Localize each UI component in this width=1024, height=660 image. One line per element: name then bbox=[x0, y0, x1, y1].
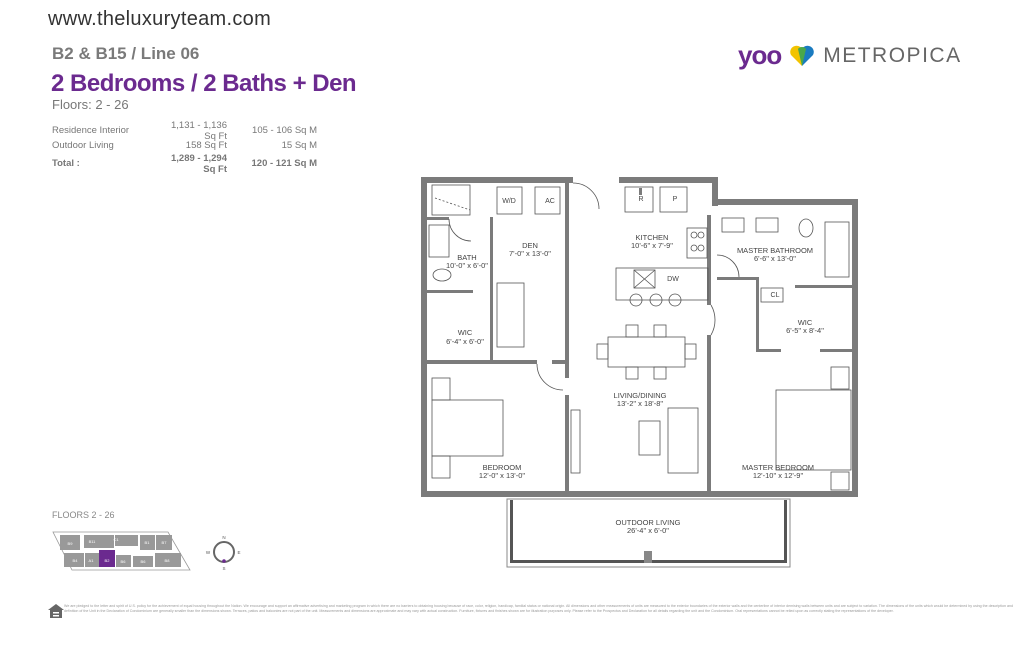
floors-range: Floors: 2 - 26 bbox=[52, 97, 129, 112]
key-unit: B7 bbox=[162, 540, 168, 545]
key-unit: C1 bbox=[113, 537, 119, 542]
fixture-labels: W/D AC R P DW CL bbox=[502, 196, 779, 299]
area-row: Residence Interior 1,131 - 1,136 Sq Ft 105… bbox=[52, 120, 317, 142]
compass-e: E bbox=[237, 550, 240, 555]
wic-dim: 6'-4" x 6'-0" bbox=[446, 337, 484, 346]
fixtures bbox=[428, 184, 852, 491]
den-dim: 7'-0" x 13'-0" bbox=[509, 249, 551, 258]
key-unit-highlight: B2 bbox=[105, 558, 111, 563]
area-row-total: Total : 1,289 - 1,294 Sq Ft 120 - 121 Sq M bbox=[52, 153, 317, 175]
logo-yoo: yoo bbox=[738, 40, 782, 70]
area-table: Residence Interior 1,131 - 1,136 Sq Ft 105… bbox=[52, 120, 317, 175]
heart-icon bbox=[790, 45, 814, 66]
key-plan-label: FLOORS 2 - 26 bbox=[52, 510, 115, 520]
compass-s: S bbox=[222, 566, 225, 571]
wic2-name: WIC bbox=[798, 318, 813, 327]
compass-n: N bbox=[222, 535, 225, 540]
area-sqft: 158 Sq Ft bbox=[185, 140, 227, 151]
area-sqm: 105 - 106 Sq M bbox=[252, 125, 317, 136]
layout-title: 2 Bedrooms / 2 Baths + Den bbox=[51, 70, 357, 97]
area-sqm: 120 - 121 Sq M bbox=[251, 158, 317, 169]
master-bath-name: MASTER BATHROOM bbox=[737, 246, 813, 255]
room-labels: BATH 10'-0" x 6'-0" DEN 7'-0" x 13'-0" W… bbox=[446, 233, 824, 535]
compass-w: W bbox=[206, 550, 211, 555]
key-unit: B1 bbox=[145, 540, 151, 545]
area-sqm: 15 Sq M bbox=[281, 140, 317, 151]
area-sqft: 1,289 - 1,294 Sq Ft bbox=[171, 152, 227, 175]
area-label: Total : bbox=[52, 158, 80, 169]
wic2-dim: 6'-5" x 8'-4" bbox=[786, 326, 824, 335]
compass-icon: N E S W bbox=[206, 535, 241, 571]
bedroom-name: BEDROOM bbox=[483, 463, 522, 472]
closet-label: CL bbox=[771, 292, 780, 299]
area-label: Residence Interior bbox=[52, 125, 130, 136]
pantry-label: P bbox=[673, 196, 678, 203]
key-unit: B11 bbox=[89, 539, 97, 544]
key-unit: B6 bbox=[141, 559, 147, 564]
walls bbox=[421, 177, 858, 497]
logo-name: METROPICA bbox=[823, 43, 962, 67]
fridge-label: R bbox=[638, 196, 643, 203]
key-plan: B9 B11 C1 B1 B7 B4 A1 B2 B6 B6 B8 N E S … bbox=[48, 531, 241, 618]
brand-logo: yoo METROPICA bbox=[738, 40, 962, 71]
website-url: www.theluxuryteam.com bbox=[48, 8, 272, 30]
kitchen-dim: 10'-6" x 7'-9" bbox=[631, 241, 673, 250]
master-bed-name: MASTER BEDROOM bbox=[742, 463, 814, 472]
key-unit: A1 bbox=[89, 558, 95, 563]
bedroom-dim: 12'-0" x 13'-0" bbox=[479, 471, 525, 480]
wic-name: WIC bbox=[458, 328, 473, 337]
master-bath-dim: 6'-6" x 13'-0" bbox=[754, 254, 796, 263]
living-dim: 13'-2" x 18'-8" bbox=[617, 399, 663, 408]
key-unit: B9 bbox=[68, 541, 74, 546]
outdoor-dim: 26'-4" x 6'-0" bbox=[627, 526, 669, 535]
equal-housing-icon bbox=[48, 604, 64, 618]
ac-label: AC bbox=[545, 198, 555, 205]
kitchen-name: KITCHEN bbox=[636, 233, 669, 242]
key-unit: B4 bbox=[73, 558, 79, 563]
den-name: DEN bbox=[522, 241, 538, 250]
bath-dim: 10'-0" x 6'-0" bbox=[446, 261, 488, 270]
dishwasher-label: DW bbox=[667, 276, 679, 283]
area-label: Outdoor Living bbox=[52, 140, 114, 151]
unit-title: B2 & B15 / Line 06 bbox=[52, 44, 200, 63]
wd-label: W/D bbox=[502, 198, 516, 205]
bath-name: BATH bbox=[457, 253, 476, 262]
legal-disclaimer: We are pledged to the letter and spirit … bbox=[64, 604, 1014, 613]
key-unit: B8 bbox=[165, 558, 171, 563]
area-sqft: 1,131 - 1,136 Sq Ft bbox=[171, 119, 227, 142]
outdoor-name: OUTDOOR LIVING bbox=[615, 518, 680, 527]
balcony bbox=[506, 498, 791, 568]
master-bed-dim: 12'-10" x 12'-9" bbox=[753, 471, 804, 480]
key-unit: B6 bbox=[121, 559, 127, 564]
living-name: LIVING/DINING bbox=[614, 391, 667, 400]
door-swings bbox=[448, 182, 740, 391]
area-row: Outdoor Living 158 Sq Ft 15 Sq M bbox=[52, 138, 317, 153]
